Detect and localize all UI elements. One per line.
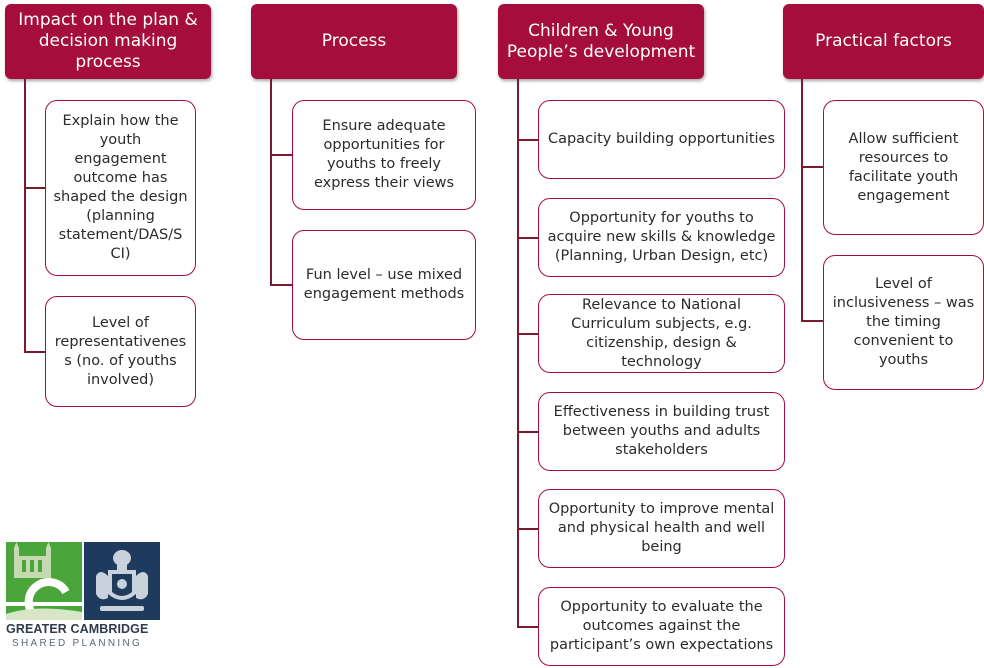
logo-green-panel	[6, 542, 82, 620]
connector	[270, 154, 292, 156]
connector	[517, 79, 519, 627]
logo-subtitle: SHARED PLANNING	[12, 638, 143, 649]
logo-title: GREATER CAMBRIDGE	[6, 622, 149, 636]
item-card: Capacity building opportunities	[538, 100, 785, 179]
greater-cambridge-logo: GREATER CAMBRIDGE SHARED PLANNING	[6, 542, 160, 652]
item-card: Opportunity for youths to acquire new sk…	[538, 198, 785, 277]
connector	[801, 79, 803, 322]
connector	[517, 528, 538, 530]
item-card: Level of inclusiveness – was the timing …	[823, 255, 984, 390]
item-card: Ensure adequate opportunities for youths…	[292, 100, 476, 210]
connector	[24, 351, 45, 353]
connector	[517, 431, 538, 433]
item-card: Opportunity to evaluate the outcomes aga…	[538, 587, 785, 666]
item-card: Explain how the youth engagement outcome…	[45, 100, 196, 276]
connector	[801, 166, 823, 168]
header-process: Process	[251, 4, 457, 79]
item-card: Relevance to National Curriculum subject…	[538, 294, 785, 373]
item-card: Opportunity to improve mental and physic…	[538, 489, 785, 568]
connector	[517, 237, 538, 239]
connector	[517, 139, 538, 141]
item-card: Allow sufficient resources to facilitate…	[823, 100, 984, 235]
connector	[270, 284, 292, 286]
header-impact: Impact on the plan & decision making pro…	[5, 4, 211, 79]
connector	[517, 626, 538, 628]
coat-of-arms-icon	[96, 550, 148, 611]
connector	[517, 333, 538, 335]
connector	[801, 320, 823, 322]
item-card: Effectiveness in building trust between …	[538, 392, 785, 471]
connector	[24, 187, 45, 189]
kings-college-chapel-icon	[6, 542, 82, 620]
connector	[270, 79, 272, 286]
header-practical: Practical factors	[783, 4, 984, 79]
logo-blue-panel	[84, 542, 160, 620]
header-development: Children & Young People’s development	[498, 4, 704, 79]
item-card: Fun level – use mixed engagement methods	[292, 230, 476, 340]
connector	[24, 79, 26, 352]
item-card: Level of representativenes s (no. of you…	[45, 296, 196, 407]
